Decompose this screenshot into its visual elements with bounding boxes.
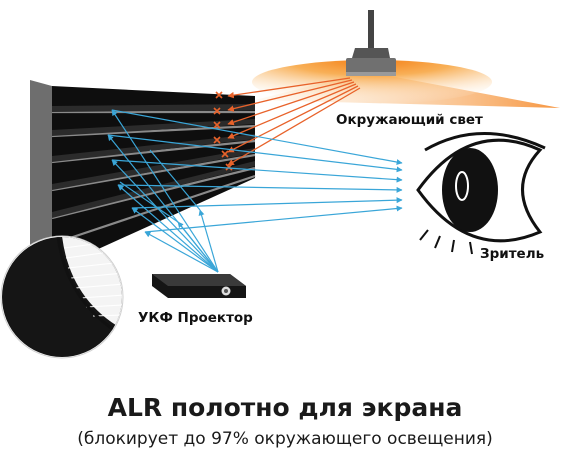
projector-rays (107, 109, 403, 273)
ceiling-lamp-icon (346, 10, 396, 76)
blocked-marks (213, 91, 233, 171)
diagram-title: ALR полотно для экрана (107, 393, 463, 422)
diagram-subtitle: (блокирует до 97% окружающего освещения) (77, 429, 493, 449)
label-ambient-light: Окружающий свет (336, 112, 483, 128)
eye-icon (416, 132, 546, 255)
projector-icon (152, 274, 246, 298)
alr-screen (30, 80, 256, 270)
label-projector: УКФ Проектор (138, 310, 253, 326)
label-viewer: Зритель (480, 246, 544, 262)
ambient-light-rays (227, 77, 361, 166)
screen-magnifier-icon (0, 235, 124, 359)
